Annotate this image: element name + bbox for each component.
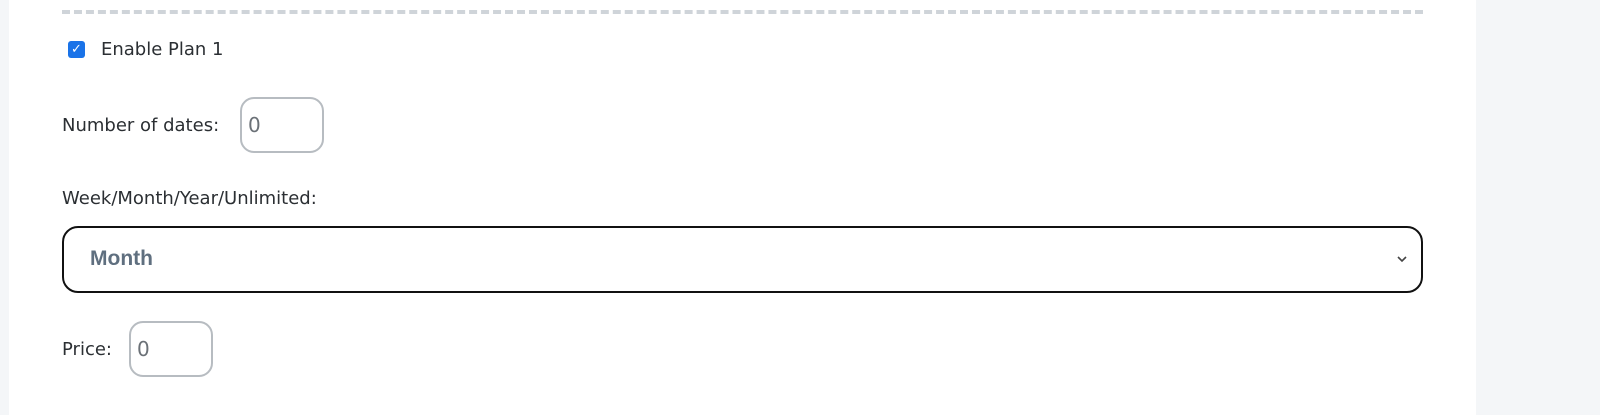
page-background <box>0 0 9 415</box>
number-of-dates-input[interactable]: 0 <box>240 97 324 153</box>
chevron-down-icon <box>1397 256 1407 263</box>
section-divider <box>62 10 1423 14</box>
period-select[interactable]: Month <box>62 226 1423 293</box>
enable-plan-checkbox[interactable]: ✓ <box>68 40 85 58</box>
check-icon: ✓ <box>71 41 82 57</box>
period-label: Week/Month/Year/Unlimited: <box>62 188 317 209</box>
number-of-dates-label: Number of dates: <box>62 115 220 136</box>
price-label: Price: <box>62 339 112 360</box>
enable-plan-label: Enable Plan 1 <box>101 38 224 60</box>
period-selected-value: Month <box>90 247 153 270</box>
enable-plan-row: ✓ Enable Plan 1 <box>68 36 224 62</box>
plan-settings-panel <box>9 0 1476 415</box>
price-input[interactable]: 0 <box>129 321 213 377</box>
